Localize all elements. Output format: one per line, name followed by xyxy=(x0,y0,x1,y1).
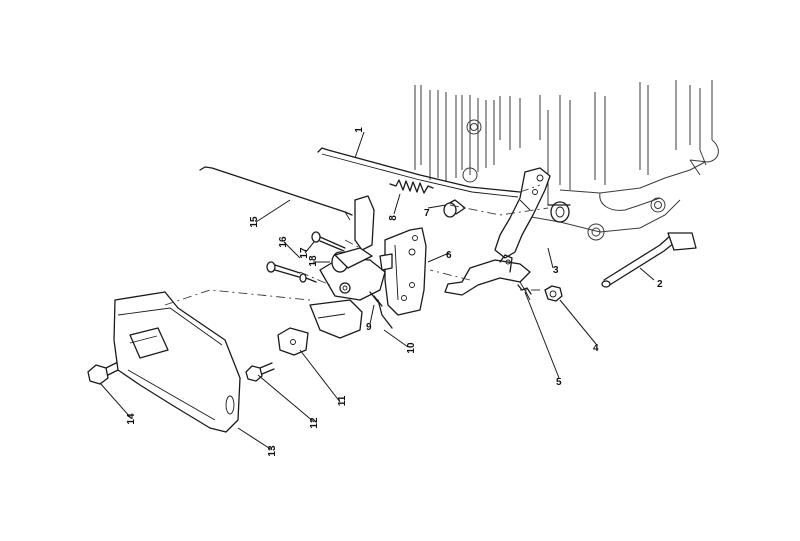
callout-16: 16 xyxy=(278,236,289,248)
callout-6: 6 xyxy=(446,250,452,261)
part-11-clip xyxy=(277,327,309,356)
part-4-nut xyxy=(544,285,563,302)
central-mechanism xyxy=(309,195,393,339)
part-18-screw xyxy=(299,273,317,283)
callout-17: 17 xyxy=(299,247,310,259)
part-3-lever-bracket xyxy=(494,167,571,259)
callout-4: 4 xyxy=(593,343,599,354)
engine-block-outline xyxy=(414,80,719,241)
part-2-control-rod xyxy=(601,232,697,288)
part-5-lever xyxy=(444,254,532,301)
callout-1: 1 xyxy=(354,127,365,133)
callout-13: 13 xyxy=(267,445,278,457)
part-6-main-bracket xyxy=(384,227,427,316)
part-1-cable xyxy=(317,147,521,198)
callout-7: 7 xyxy=(424,208,430,219)
callout-15: 15 xyxy=(249,216,260,228)
part-16-bolt xyxy=(266,261,301,278)
part-7-spacer xyxy=(443,199,466,218)
callout-18: 18 xyxy=(308,255,319,267)
callout-10: 10 xyxy=(406,342,417,354)
part-12-bolt xyxy=(245,362,275,382)
leader-lines xyxy=(99,131,655,451)
part-13-cover-plate xyxy=(113,291,241,433)
callout-2: 2 xyxy=(657,279,663,290)
part-8-spring xyxy=(389,179,434,194)
part-17-screw xyxy=(311,231,346,252)
callout-labels: 1 2 3 4 5 6 7 8 9 10 11 12 13 14 15 16 1… xyxy=(126,127,663,457)
callout-3: 3 xyxy=(553,265,559,276)
callout-8: 8 xyxy=(388,215,399,221)
callout-11: 11 xyxy=(337,395,348,406)
callout-12: 12 xyxy=(309,417,320,429)
callout-5: 5 xyxy=(556,377,562,388)
callout-9: 9 xyxy=(366,322,372,333)
callout-14: 14 xyxy=(126,413,137,425)
part-15-rod xyxy=(199,166,353,221)
alignment-lines xyxy=(164,184,549,306)
